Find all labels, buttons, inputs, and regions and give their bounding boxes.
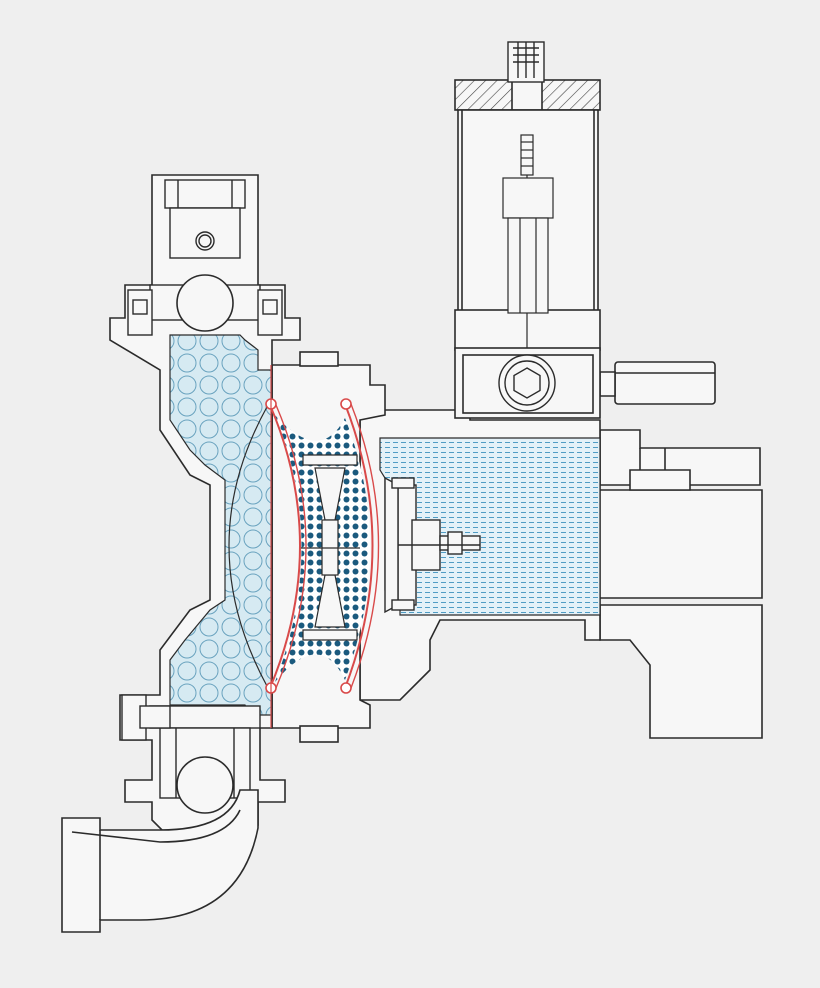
outlet-check-ball-icon [176,274,234,332]
inlet-check-valve [121,694,261,799]
right-diaphragm-icon [340,398,380,694]
hydraulic-chamber-body [359,409,601,701]
hex-nut-icon [498,354,556,412]
left-diaphragm-icon [265,398,307,694]
diaphragm-spacer [300,454,360,641]
outlet-port [164,179,246,259]
adjustment-screw-icon [502,134,554,314]
inlet-check-ball-icon [176,756,234,814]
inlet-elbow-pipe [61,789,259,933]
support-plate [384,476,415,614]
adjustment-knob [507,41,545,83]
side-junction-box [599,361,716,405]
